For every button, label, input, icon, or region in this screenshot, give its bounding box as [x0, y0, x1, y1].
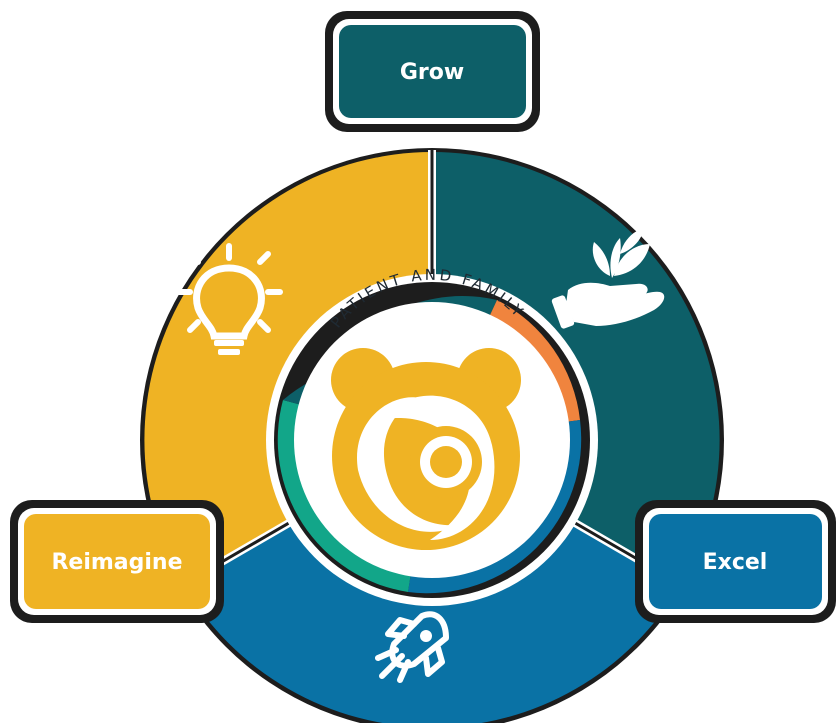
lightbulb-icon — [175, 243, 283, 355]
excel-label-box: Excel — [635, 500, 836, 623]
bear-spiral-detail — [357, 395, 495, 540]
excel-label: Excel — [703, 550, 768, 575]
reimagine-label-box: Reimagine — [10, 500, 224, 623]
grow-label: Grow — [400, 60, 464, 85]
rocket-icon — [375, 611, 449, 683]
hand-plant-icon — [551, 228, 665, 329]
reimagine-label: Reimagine — [51, 550, 182, 575]
grow-label-box: Grow — [325, 11, 540, 132]
